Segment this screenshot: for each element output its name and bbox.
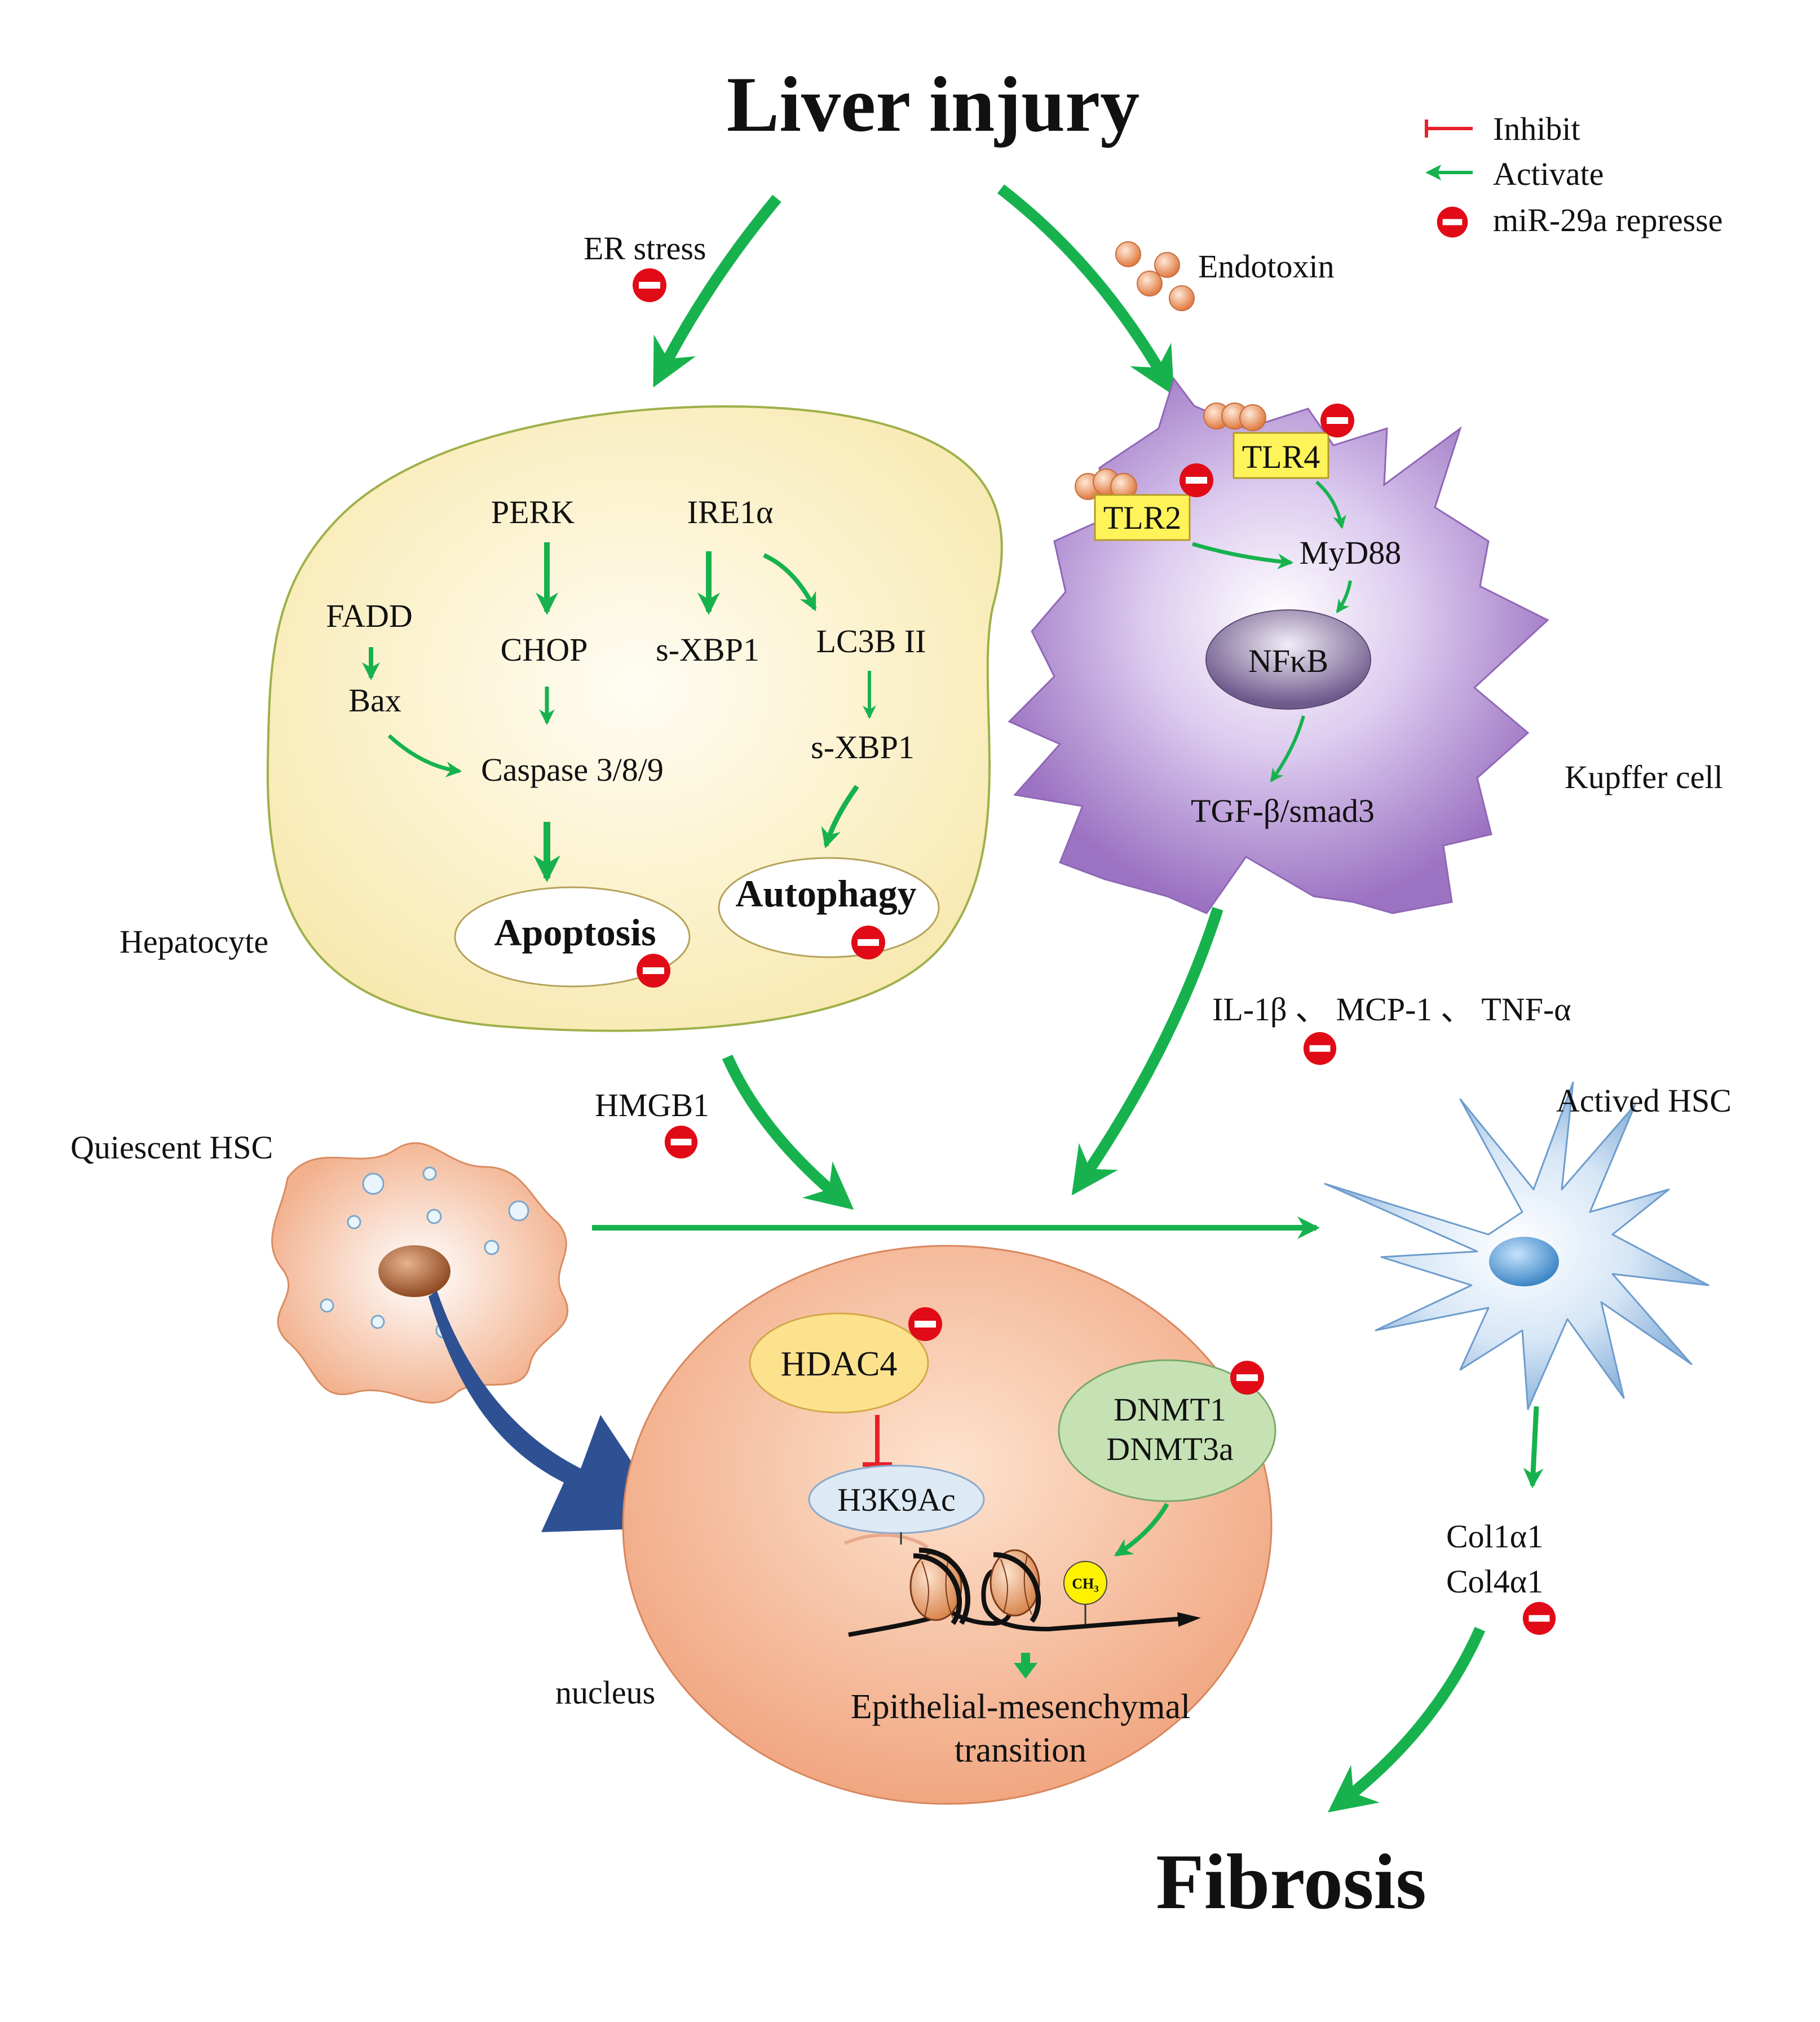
arrow-to-fibrosis — [1327, 1626, 1486, 1813]
legend-inhibit: Inhibit — [1493, 110, 1580, 147]
node-dnmt1: DNMT1 — [1114, 1391, 1226, 1428]
label-cytokines: IL-1β 、 MCP-1 、 TNF-α — [1212, 991, 1571, 1028]
hmgb1-repress-badge — [664, 1125, 698, 1159]
label-hmgb1: HMGB1 — [595, 1087, 709, 1123]
node-bax: Bax — [348, 682, 401, 719]
label-endotoxin: Endotoxin — [1198, 248, 1335, 285]
label-kupffer-cell: Kupffer cell — [1565, 759, 1723, 795]
node-fadd: FADD — [326, 598, 413, 634]
dnmt-node — [1058, 1359, 1276, 1502]
node-tlr4: TLR4 — [1242, 439, 1320, 475]
node-nfkb: NFκB — [1248, 643, 1328, 679]
kupffer-arrows — [1192, 480, 1352, 782]
legend-activate: Activate — [1493, 156, 1603, 192]
tlr4-repress-badge — [1320, 404, 1354, 437]
tlr2-repress-badge — [1180, 463, 1213, 497]
label-hepatocyte: Hepatocyte — [120, 923, 268, 960]
endotoxin-particles — [1115, 241, 1195, 311]
node-ch3: CH3 — [1072, 1576, 1099, 1594]
activate-legend-icon — [1425, 165, 1473, 180]
label-er-stress: ER stress — [584, 230, 706, 267]
tlr2-receptor-box — [1094, 494, 1191, 541]
node-hdac4: HDAC4 — [781, 1345, 898, 1383]
node-chop: CHOP — [501, 631, 588, 668]
h3k9ac-node — [808, 1464, 985, 1534]
collagen-repress-badge — [1522, 1601, 1556, 1635]
node-dnmt3a: DNMT3a — [1106, 1431, 1234, 1467]
node-tgf-smad3: TGF-β/smad3 — [1191, 793, 1375, 829]
node-tlr2: TLR2 — [1103, 499, 1182, 536]
node-perk: PERK — [491, 494, 575, 530]
label-col4a1: Col4α1 — [1446, 1563, 1543, 1600]
ch3-methyl-node — [1063, 1561, 1107, 1605]
arrow-endotoxin — [997, 184, 1174, 396]
node-h3k9ac: H3K9Ac — [837, 1481, 955, 1518]
actived-hsc-nucleus — [1489, 1237, 1559, 1286]
hepatocyte-arrows — [362, 542, 876, 883]
node-autophagy: Autophagy — [735, 872, 916, 915]
node-caspase: Caspase 3/8/9 — [481, 751, 664, 788]
arrow-hsc-to-nucleus — [429, 1291, 675, 1532]
arrow-er-stress — [653, 194, 781, 388]
nfkb-node — [1205, 609, 1371, 710]
quiescent-hsc-nucleus — [378, 1245, 450, 1297]
label-actived-hsc: Actived HSC — [1556, 1082, 1731, 1119]
arrow-hsc-to-collagen — [1523, 1406, 1544, 1489]
node-sxbp1-a: s-XBP1 — [656, 631, 759, 668]
arrow-to-emt — [1014, 1653, 1037, 1679]
autophagy-node — [718, 857, 940, 958]
label-nucleus: nucleus — [555, 1674, 655, 1711]
arrow-dnmt-methylation — [1114, 1503, 1169, 1557]
node-lc3b: LC3B II — [816, 623, 926, 660]
dnmt-repress-badge — [1230, 1361, 1264, 1395]
arrow-hmgb1 — [722, 1054, 854, 1210]
node-sxbp1-b: s-XBP1 — [811, 729, 915, 766]
legend-repress: miR-29a represse — [1493, 202, 1722, 238]
er-stress-repress-badge — [633, 268, 666, 302]
apoptosis-repress-badge — [637, 954, 670, 988]
nucleosome-1 — [909, 1547, 970, 1625]
node-ire1a: IRE1α — [687, 494, 774, 530]
hdac4-repress-badge — [908, 1307, 942, 1341]
node-emt-line2: transition — [955, 1731, 1086, 1769]
title-fibrosis: Fibrosis — [1156, 1838, 1426, 1926]
nucleosome-2 — [989, 1549, 1041, 1623]
legend: Inhibit Activate miR-29a represse — [1425, 110, 1722, 238]
autophagy-repress-badge — [851, 926, 885, 959]
hdac4-inhibits-h3k9ac — [863, 1415, 892, 1467]
apoptosis-node — [454, 886, 691, 988]
tlr4-ligand — [1203, 402, 1266, 431]
cytokines-repress-badge — [1303, 1032, 1337, 1065]
inhibit-legend-icon — [1425, 120, 1473, 138]
node-emt-line1: Epithelial-mesenchymal — [851, 1688, 1191, 1726]
node-apoptosis: Apoptosis — [494, 911, 656, 954]
repress-legend-icon — [1437, 206, 1468, 238]
hdac4-node — [749, 1312, 929, 1414]
label-quiescent-hsc: Quiescent HSC — [70, 1129, 273, 1166]
arrow-kupffer-to-hsc — [1071, 906, 1223, 1196]
label-col1a1: Col1α1 — [1446, 1518, 1543, 1555]
tlr4-receptor-box — [1233, 432, 1329, 479]
title-liver-injury: Liver injury — [727, 61, 1139, 148]
node-myd88: MyD88 — [1300, 534, 1401, 571]
